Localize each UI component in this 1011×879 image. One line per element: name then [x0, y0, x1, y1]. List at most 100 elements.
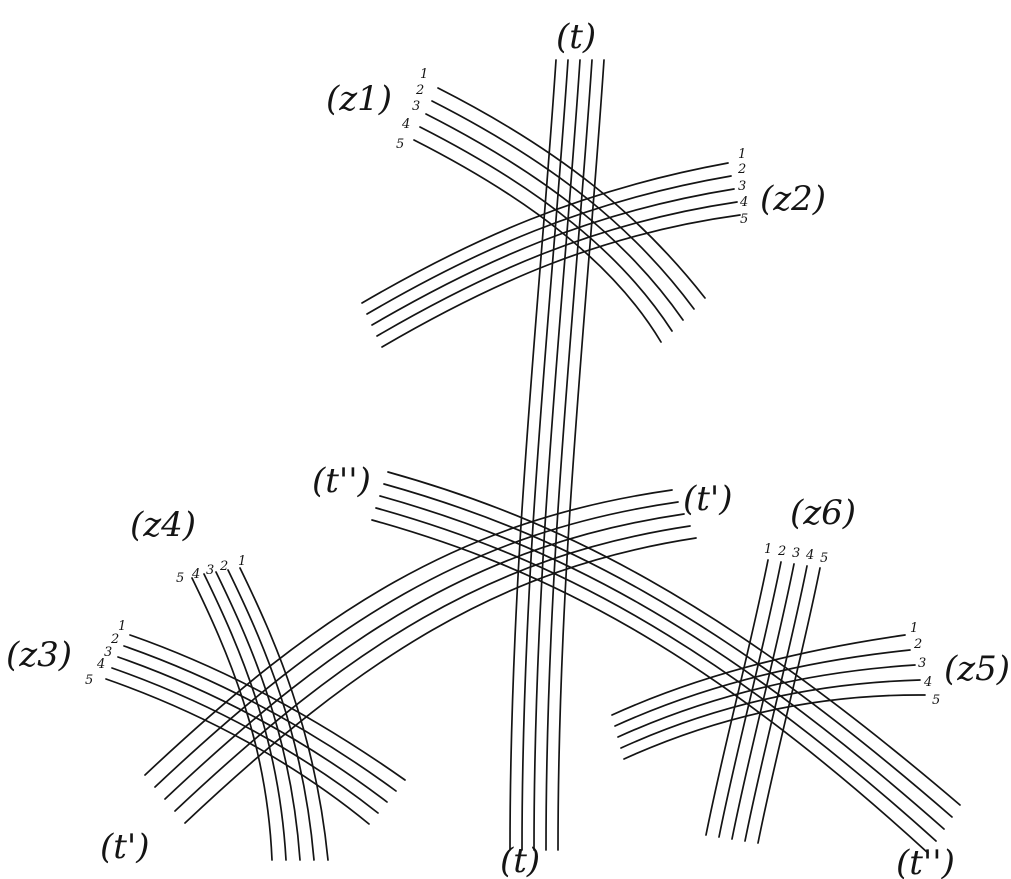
num-z4-5: 5	[176, 571, 184, 586]
num-z5-5: 5	[932, 693, 940, 708]
strand-z5-5	[623, 694, 926, 760]
strand-t-5	[557, 59, 605, 851]
band-z4	[191, 567, 329, 861]
strand-tpp-4	[375, 507, 937, 842]
num-z3-1: 1	[118, 619, 126, 634]
label-z2: (z2)	[760, 179, 826, 219]
strand-z3-3	[117, 656, 388, 803]
num-z1-1: 1	[420, 67, 428, 82]
strand-z4-5	[191, 577, 273, 861]
band-t-double-prime	[371, 471, 961, 854]
strand-tpp-3	[379, 495, 945, 830]
num-z2-2: 2	[737, 162, 746, 177]
strand-z1-4	[419, 126, 673, 332]
band-z6	[705, 559, 821, 844]
strand-z5-1	[611, 634, 906, 716]
strand-z4-4	[203, 573, 287, 861]
strand-t-3	[533, 59, 581, 851]
strand-z1-2	[431, 100, 695, 310]
strand-tpp-1	[387, 471, 961, 806]
num-z3-4: 4	[96, 657, 105, 672]
num-z3-3: 3	[104, 645, 112, 660]
strand-tpp-2	[383, 483, 953, 818]
label-z4: (z4)	[130, 505, 196, 545]
strand-z6-2	[718, 561, 782, 838]
strand-tp-4	[174, 525, 691, 812]
strand-z3-2	[123, 645, 397, 792]
strand-z6-3	[731, 563, 795, 840]
band-t-prime	[144, 489, 697, 824]
numbers-z5: 1 2 3 4 5	[910, 621, 940, 708]
num-z4-3: 3	[206, 563, 214, 578]
num-z4-4: 4	[191, 567, 200, 582]
strand-t-4	[545, 59, 593, 851]
strand-z2-1	[361, 162, 729, 304]
num-z2-1: 1	[738, 147, 746, 162]
strand-z1-5	[413, 139, 662, 343]
numbers-z4: 5 4 3 2 1	[176, 554, 246, 586]
strand-tp-2	[154, 501, 679, 788]
band-z2	[361, 162, 741, 348]
strand-tpp-5	[371, 519, 929, 854]
num-z4-1: 1	[238, 554, 246, 569]
strand-z5-4	[620, 679, 921, 749]
num-z4-2: 2	[219, 559, 228, 574]
strand-z2-5	[381, 214, 741, 348]
label-t-bottom: (t)	[500, 841, 540, 879]
num-z2-3: 3	[738, 179, 746, 194]
num-z3-5: 5	[85, 673, 93, 688]
strand-tp-5	[184, 537, 697, 824]
num-z1-2: 2	[415, 83, 424, 98]
num-z5-4: 4	[923, 675, 932, 690]
num-z6-1: 1	[764, 542, 772, 557]
label-z5: (z5)	[944, 649, 1010, 689]
strand-z6-5	[757, 567, 821, 844]
num-z6-4: 4	[805, 548, 814, 563]
strand-z2-3	[371, 188, 735, 326]
strand-z3-4	[111, 667, 379, 814]
strand-t-1	[509, 59, 557, 851]
label-z6: (z6)	[790, 493, 856, 533]
band-t	[509, 59, 605, 851]
strand-tp-1	[144, 489, 673, 776]
num-z6-5: 5	[820, 551, 828, 566]
strand-t-2	[521, 59, 569, 851]
strand-z4-3	[215, 571, 301, 861]
label-t-prime-left: (t')	[100, 827, 150, 867]
label-t-double-prime-left: (t'')	[312, 461, 371, 501]
num-z1-4: 4	[401, 117, 410, 132]
label-t-prime-right: (t')	[683, 479, 733, 519]
num-z6-2: 2	[777, 544, 786, 559]
num-z3-2: 2	[110, 632, 119, 647]
label-z3: (z3)	[6, 635, 72, 675]
strand-z1-1	[437, 87, 706, 299]
numbers-z2: 1 2 3 4 5	[737, 147, 748, 227]
strand-tp-3	[164, 513, 685, 800]
num-z1-5: 5	[396, 137, 404, 152]
num-z5-1: 1	[910, 621, 918, 636]
label-t-double-prime-right: (t'')	[896, 843, 955, 879]
band-z1	[413, 87, 706, 343]
label-t-top: (t)	[556, 17, 596, 57]
numbers-z3: 1 2 3 4 5	[85, 619, 126, 688]
strand-z6-1	[705, 559, 769, 836]
band-z5	[611, 634, 926, 760]
strand-z3-1	[129, 634, 406, 781]
strand-z2-4	[376, 201, 738, 337]
strand-z6-4	[744, 565, 808, 842]
label-z1: (z1)	[326, 79, 392, 119]
num-z1-3: 3	[412, 99, 420, 114]
strand-z2-2	[366, 175, 732, 315]
num-z5-3: 3	[918, 656, 926, 671]
num-z6-3: 3	[792, 546, 800, 561]
strand-z1-3	[425, 113, 684, 321]
numbers-z1: 1 2 3 4 5	[396, 67, 428, 152]
strand-z4-1	[239, 567, 329, 861]
band-z3	[105, 634, 406, 825]
numbers-z6: 1 2 3 4 5	[764, 542, 828, 566]
strand-z3-5	[105, 678, 370, 825]
num-z5-2: 2	[913, 637, 922, 652]
strand-z5-3	[617, 664, 916, 738]
num-z2-4: 4	[739, 195, 748, 210]
